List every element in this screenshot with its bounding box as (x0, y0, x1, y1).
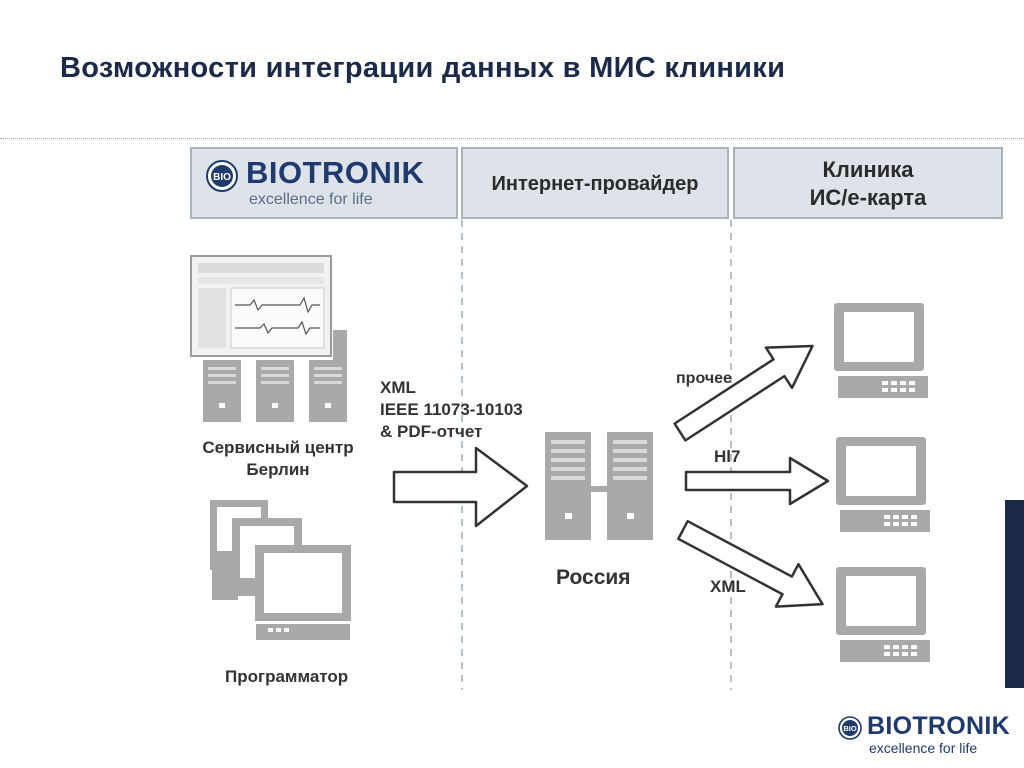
provider-label: Интернет-провайдер (491, 173, 699, 195)
biotronik-logo-icon: BIO (206, 160, 238, 192)
footer-badge-text: BIO (843, 724, 857, 733)
footer-brand-tagline: excellence for life (869, 740, 978, 756)
arrow-to-provider (392, 446, 529, 528)
footer-brand-name: BIOTRONIK (867, 712, 1010, 740)
arrow-other (673, 344, 814, 442)
clinic-label-line2: ИС/е-карта (809, 185, 927, 210)
format-label-line3: & PDF-отчет (380, 422, 483, 441)
service-center-label-line1: Сервисный центр (202, 438, 354, 457)
service-center-server-icon (203, 330, 347, 422)
programmer-device-icon (210, 500, 351, 640)
arrow-other-label: прочее (676, 370, 732, 387)
footer-logo: BIO BIOTRONIK excellence for life (838, 712, 1018, 762)
header-band-biotronik: BIO BIOTRONIK excellence for life (190, 147, 458, 219)
clinic-terminal-icon-1 (834, 303, 928, 398)
arrow-hl7-label: Hl7 (714, 447, 741, 466)
russia-server-icon (545, 432, 653, 540)
service-center-label-line2: Берлин (246, 460, 310, 479)
arrow-hl7 (684, 456, 830, 506)
slide-title: Возможности интеграции данных в МИС клин… (60, 52, 786, 84)
header-band-provider: Интернет-провайдер (461, 147, 729, 219)
service-center-screen-icon (190, 255, 332, 357)
side-accent-bar (1005, 500, 1024, 688)
title-divider (0, 138, 1024, 139)
brand-name: BIOTRONIK (246, 155, 425, 190)
clinic-terminal-icon-3 (836, 567, 930, 662)
footer-logo-icon: BIO (838, 716, 862, 740)
arrow-xml-label: XML (710, 577, 746, 596)
brand-tagline: excellence for life (249, 191, 373, 208)
russia-label: Россия (556, 566, 631, 589)
arrow-xml (677, 519, 824, 608)
logo-badge-text: BIO (213, 172, 231, 183)
clinic-label-line1: Клиника (822, 157, 914, 182)
format-label-line2: IEEE 11073-10103 (380, 400, 523, 419)
format-label-line1: XML (380, 378, 416, 397)
programmer-label: Программатор (225, 667, 349, 686)
clinic-terminal-icon-2 (836, 437, 930, 532)
header-band-clinic: Клиника ИС/е-карта (733, 147, 1003, 219)
